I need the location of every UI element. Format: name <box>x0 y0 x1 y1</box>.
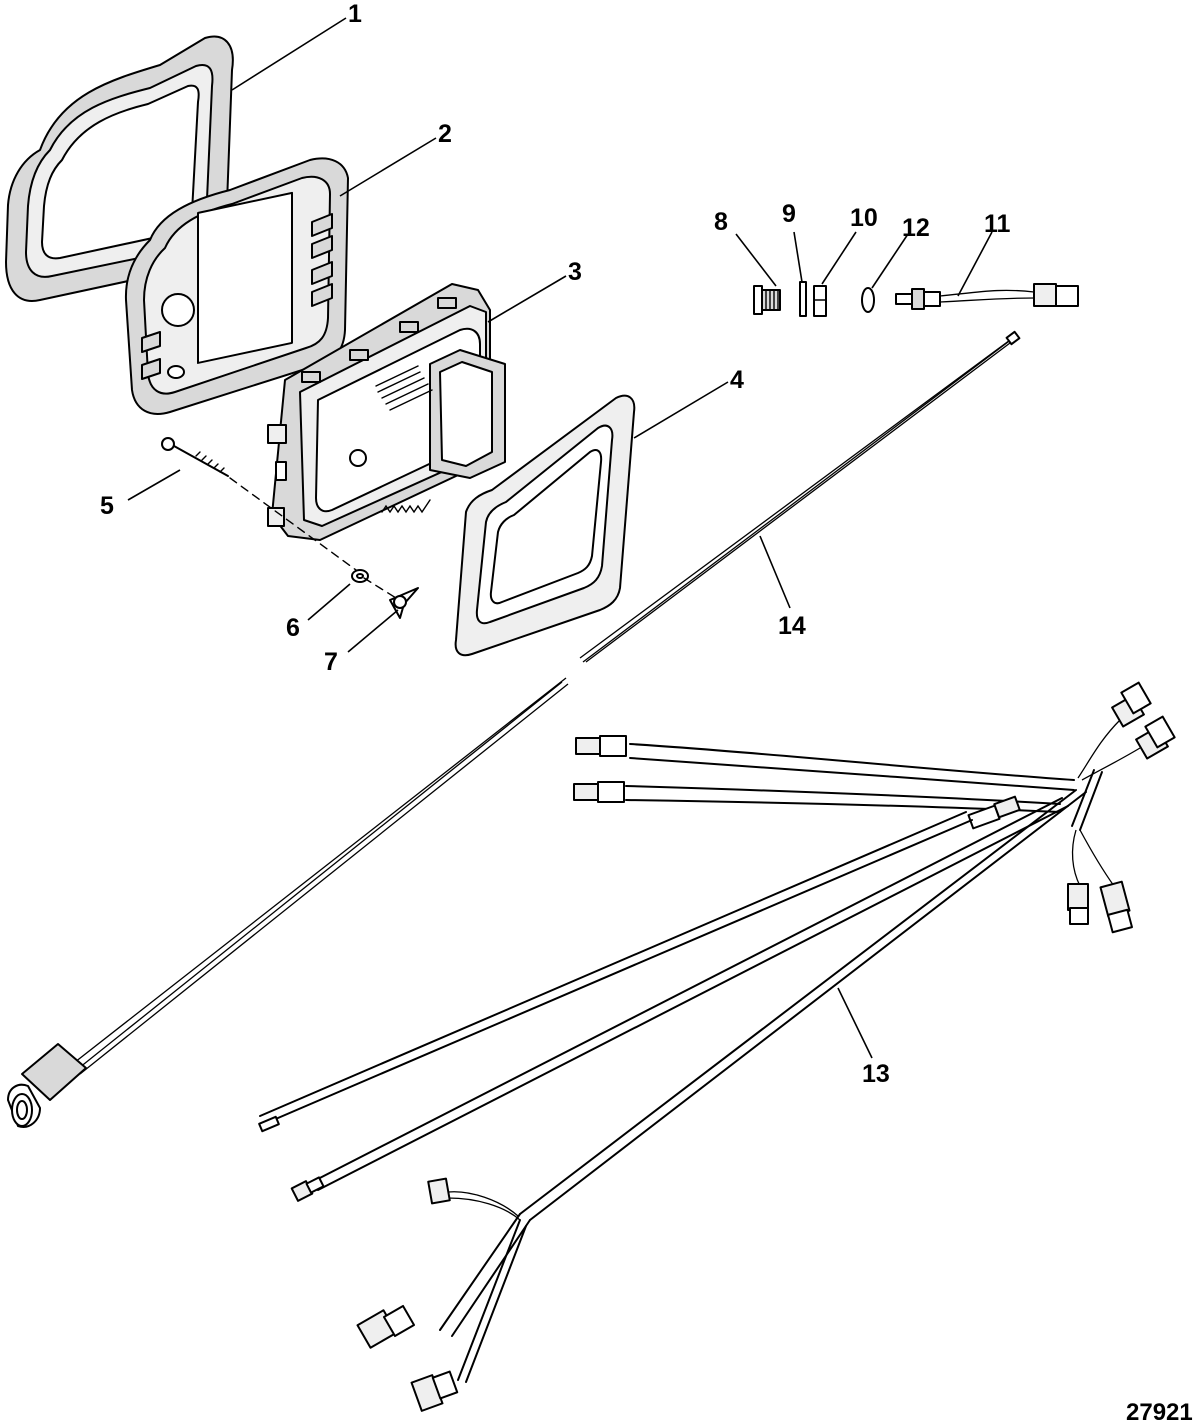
part-6-washer <box>351 569 369 583</box>
part-8-plug <box>753 285 781 315</box>
callouts: 1 2 3 4 5 6 7 8 9 10 11 12 13 14 <box>100 0 1011 1088</box>
part-12-o-ring <box>861 287 875 313</box>
harness-connector-lower-top <box>427 1177 451 1205</box>
part-7-wing-nut <box>363 577 419 619</box>
callout-7: 7 <box>324 648 338 676</box>
harness-connector-right-a <box>1111 681 1152 728</box>
callout-10: 10 <box>850 204 878 232</box>
part-4-gasket <box>454 394 636 657</box>
part-3-control-module <box>267 283 506 541</box>
part-2-housing <box>124 157 349 415</box>
part-10-nut <box>813 285 827 317</box>
harness-small-connector <box>290 1176 325 1202</box>
callout-11: 11 <box>984 210 1011 238</box>
callout-9: 9 <box>782 200 796 228</box>
part-13-harness <box>258 681 1176 1412</box>
harness-connector-lower-left <box>356 1304 416 1349</box>
callout-4: 4 <box>730 366 744 394</box>
module-vent-teeth <box>381 499 431 514</box>
part-14-harness <box>7 330 1021 1128</box>
callout-1: 1 <box>348 0 362 28</box>
harness-connector-right-b <box>1135 715 1176 760</box>
harness-connector-upper-b <box>573 781 625 803</box>
callout-13: 13 <box>862 1060 890 1088</box>
part-14-connector <box>7 1043 87 1128</box>
drawing-reference-number: 27921 <box>1126 1399 1193 1424</box>
callout-6: 6 <box>286 614 300 642</box>
harness-connector-lower-bottom <box>410 1370 459 1412</box>
leader-lines <box>127 17 993 1059</box>
callout-14: 14 <box>778 612 806 640</box>
part-11-sensor <box>895 283 1079 310</box>
callout-12: 12 <box>902 214 930 242</box>
callout-2: 2 <box>438 120 452 148</box>
harness-connector-lower-right-a <box>1067 883 1089 925</box>
part-5-screw <box>161 437 357 571</box>
callout-3: 3 <box>568 258 582 286</box>
harness-connector-lower-right-b <box>1099 880 1133 934</box>
module-heat-fins <box>375 365 433 411</box>
callout-8: 8 <box>714 208 728 236</box>
callout-5: 5 <box>100 492 114 520</box>
harness-connector-upper-a <box>575 735 627 757</box>
part-9-washer <box>799 281 807 317</box>
